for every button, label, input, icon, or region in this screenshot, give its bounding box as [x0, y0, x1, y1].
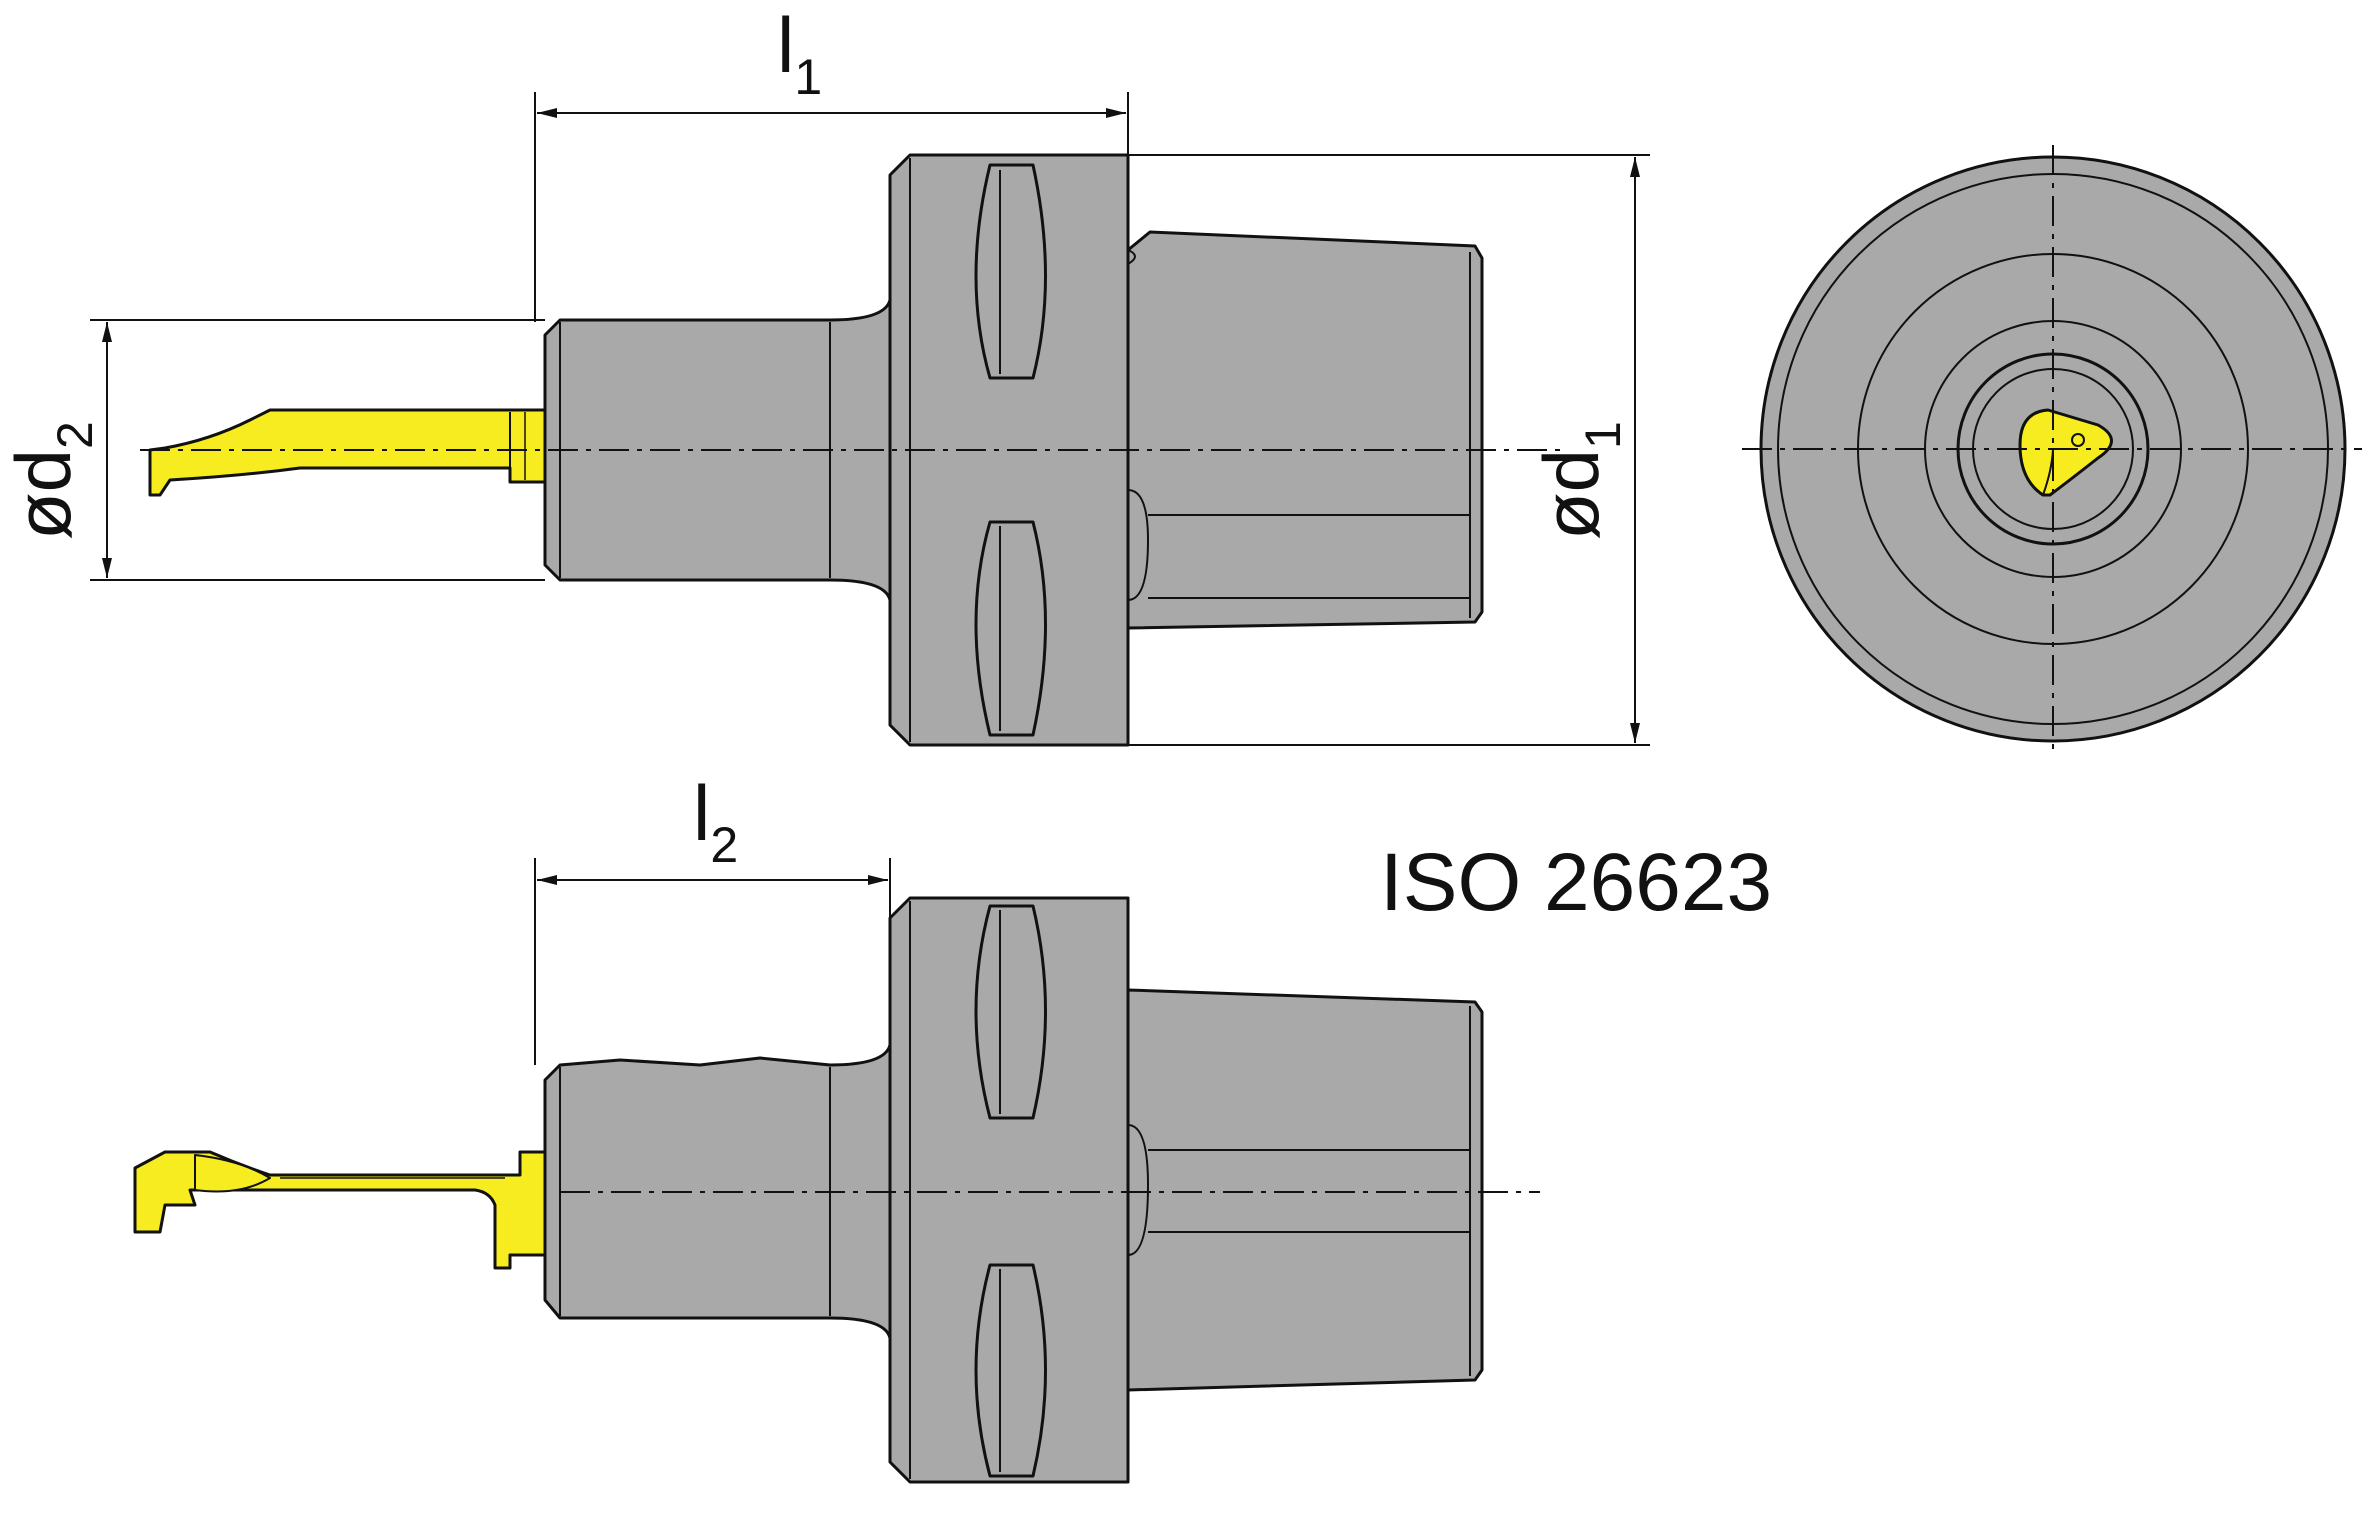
bottom-taper-groove [1127, 1124, 1149, 1256]
bottom-drive-slot-upper [974, 904, 1047, 1120]
bottom-taper-shank [1126, 988, 1484, 1392]
d1-label: ød1 [1527, 421, 1631, 540]
standard-label: ISO 26623 [1380, 837, 1772, 928]
dimension-lines [90, 92, 1650, 1065]
d2-label: ød2 [0, 421, 103, 540]
l1-label: l1 [777, 1, 822, 105]
top-taper-shank [1126, 230, 1484, 630]
end-view-insert [2018, 408, 2113, 497]
top-boring-insert [148, 408, 547, 497]
top-drive-slot-lower [974, 520, 1047, 737]
bottom-drive-slot-lower [974, 1263, 1047, 1478]
l2-label: l2 [693, 769, 738, 873]
top-taper-groove [1127, 489, 1149, 601]
top-drive-slot-upper [974, 163, 1047, 380]
bottom-side-view [133, 896, 1484, 1484]
